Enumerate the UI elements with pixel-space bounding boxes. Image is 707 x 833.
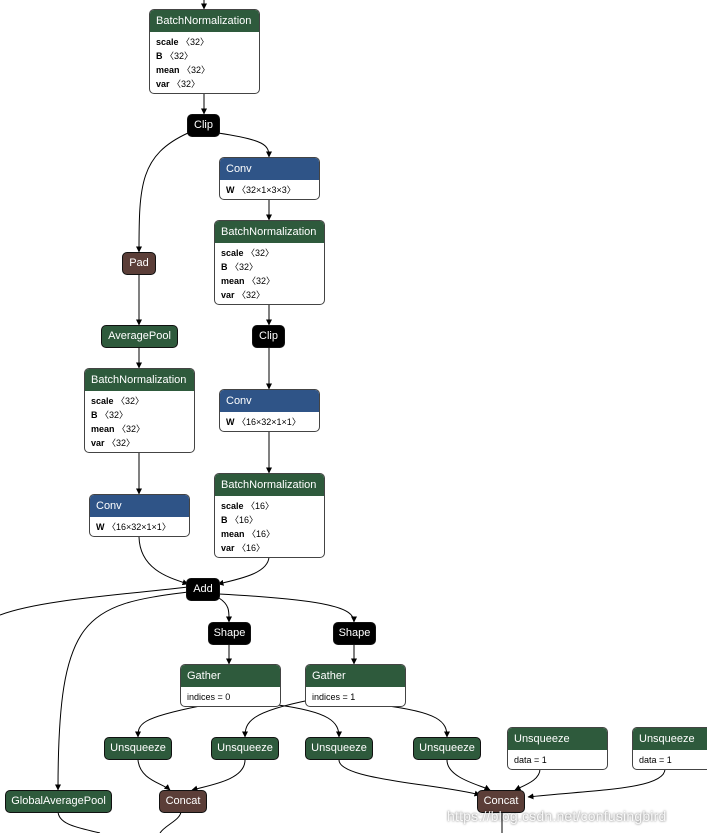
attr-row: W 〈16×32×1×1〉 [226, 417, 301, 427]
node-unsqueeze-4[interactable]: Unsqueeze [413, 737, 481, 760]
attr-row: mean 〈32〉 [156, 65, 211, 75]
node-gather-1[interactable]: Gather indices = 0 [180, 664, 281, 707]
edge [218, 597, 233, 623]
node-unsqueeze-const-1[interactable]: Unsqueeze data = 1 [507, 727, 608, 770]
attr-row: B 〈16〉 [221, 515, 259, 525]
attr-row: var 〈32〉 [91, 438, 136, 448]
node-add[interactable]: Add [186, 578, 220, 601]
node-title: Unsqueeze [508, 728, 607, 750]
node-conv-1[interactable]: Conv W 〈32×1×3×3〉 [219, 157, 320, 200]
node-clip-1[interactable]: Clip [187, 114, 220, 137]
watermark-text: https://blog.csdn.net/confusingbird [447, 808, 667, 824]
attr-row: mean 〈32〉 [221, 276, 276, 286]
node-title: Conv [220, 158, 319, 180]
edge [379, 704, 450, 738]
attr-row: mean 〈16〉 [221, 529, 276, 539]
node-unsqueeze-2[interactable]: Unsqueeze [211, 737, 279, 760]
attr-row: scale 〈32〉 [221, 248, 275, 258]
attr-row: data = 1 [639, 755, 672, 765]
node-batchnorm-top[interactable]: BatchNormalization scale 〈32〉 B 〈32〉 mea… [149, 9, 260, 94]
edge [138, 536, 189, 586]
attr-row: indices = 0 [187, 692, 231, 702]
node-batchnorm-3[interactable]: BatchNormalization scale 〈16〉 B 〈16〉 mea… [214, 473, 325, 558]
edge [136, 132, 189, 253]
attr-row: B 〈32〉 [221, 262, 259, 272]
edge [217, 556, 270, 586]
attr-row: indices = 1 [312, 692, 356, 702]
node-batchnorm-2[interactable]: BatchNormalization scale 〈32〉 B 〈32〉 mea… [214, 220, 325, 305]
node-averagepool[interactable]: AveragePool [101, 325, 178, 348]
node-batchnorm-left[interactable]: BatchNormalization scale 〈32〉 B 〈32〉 mea… [84, 368, 195, 453]
edge [137, 759, 171, 791]
attr-row: var 〈32〉 [221, 290, 266, 300]
edge [446, 759, 491, 791]
edge [338, 759, 481, 797]
node-title: Unsqueeze [633, 728, 707, 750]
edge [57, 810, 101, 833]
edge [242, 699, 311, 738]
edge [217, 132, 272, 158]
node-clip-2[interactable]: Clip [252, 325, 285, 348]
node-conv-2[interactable]: Conv W 〈16×32×1×1〉 [219, 389, 320, 432]
node-title: Conv [220, 390, 319, 412]
edge [135, 705, 201, 738]
attr-row: scale 〈32〉 [156, 37, 210, 47]
node-unsqueeze-1[interactable]: Unsqueeze [104, 737, 172, 760]
node-title: BatchNormalization [215, 221, 324, 243]
attr-row: scale 〈32〉 [91, 396, 145, 406]
edge [514, 768, 541, 791]
edge [0, 586, 189, 616]
edge [277, 704, 342, 738]
edge [218, 593, 357, 623]
attr-row: scale 〈16〉 [221, 501, 275, 511]
node-conv-left[interactable]: Conv W 〈16×32×1×1〉 [89, 494, 190, 537]
attr-row: mean 〈32〉 [91, 424, 146, 434]
attr-row: data = 1 [514, 755, 547, 765]
node-title: Gather [181, 665, 280, 687]
edge [191, 759, 246, 792]
node-shape-1[interactable]: Shape [208, 622, 251, 645]
attr-row: var 〈32〉 [156, 79, 201, 89]
node-unsqueeze-const-2[interactable]: Unsqueeze data = 1 [632, 727, 707, 770]
node-unsqueeze-3[interactable]: Unsqueeze [305, 737, 373, 760]
node-title: BatchNormalization [150, 10, 259, 32]
edge [527, 768, 666, 800]
node-shape-2[interactable]: Shape [333, 622, 376, 645]
attr-row: B 〈32〉 [91, 410, 129, 420]
attr-row: W 〈32×1×3×3〉 [226, 185, 296, 195]
node-title: Gather [306, 665, 405, 687]
attr-row: var 〈16〉 [221, 543, 266, 553]
node-gather-2[interactable]: Gather indices = 1 [305, 664, 406, 707]
node-concat-2[interactable]: Concat [477, 790, 525, 813]
node-title: BatchNormalization [85, 369, 194, 391]
node-globalaveragepool[interactable]: GlobalAveragePool [5, 790, 112, 813]
edge [55, 591, 189, 791]
node-title: BatchNormalization [215, 474, 324, 496]
edge [159, 810, 182, 833]
node-title: Conv [90, 495, 189, 517]
node-concat-1[interactable]: Concat [159, 790, 207, 813]
attr-row: B 〈32〉 [156, 51, 194, 61]
attr-row: W 〈16×32×1×1〉 [96, 522, 171, 532]
node-pad[interactable]: Pad [122, 252, 156, 275]
